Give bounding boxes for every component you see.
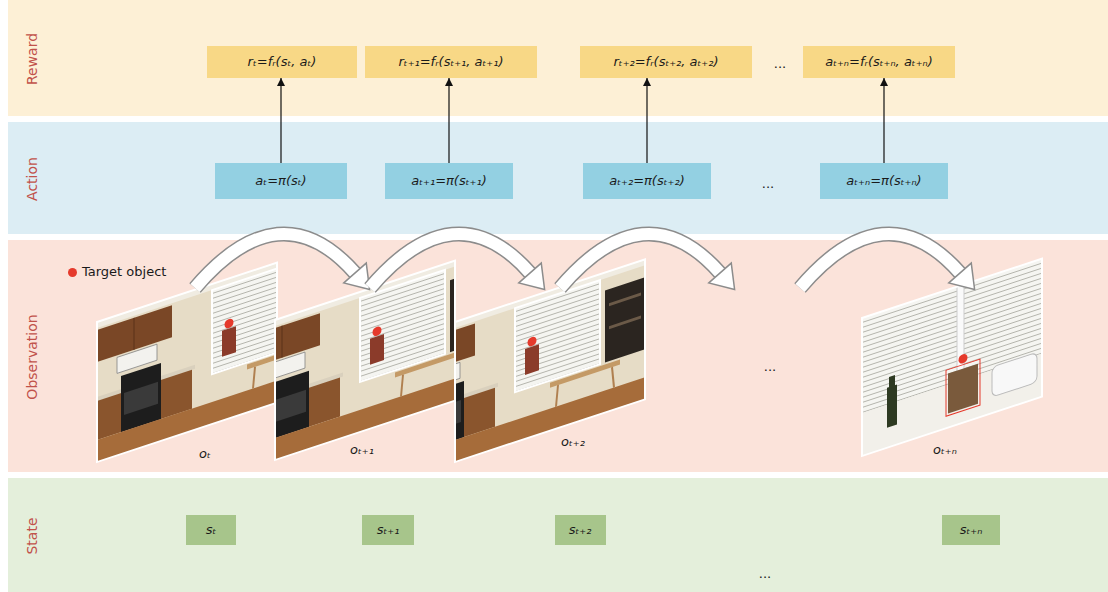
state-box: sₜ	[186, 515, 236, 545]
reward-band-fill	[8, 0, 1108, 116]
action-box: aₜ₊₂=π(sₜ₊₂)	[583, 163, 711, 199]
band-label: Action	[23, 157, 41, 201]
ellipsis: ...	[764, 359, 776, 374]
observation-photo	[400, 254, 660, 480]
flow-arrow	[883, 78, 884, 163]
observation-photo	[97, 263, 277, 462]
band-label: Observation	[23, 314, 41, 399]
band-label: Reward	[23, 33, 41, 85]
legend-entry: Target object	[68, 264, 168, 280]
formula-text: aₜ₊₁=π(sₜ₊₁)	[411, 173, 486, 189]
observation-label-holder: oₜ	[199, 443, 211, 462]
flow-arrow	[448, 78, 449, 163]
state-band: State sₜ sₜ₊₁ sₜ₊₂ sₜ₊ₙ	[8, 478, 1108, 592]
observation-photo	[992, 352, 1037, 397]
observation-photo	[862, 259, 1042, 456]
ellipsis: ...	[759, 566, 771, 581]
observation-photo	[275, 261, 455, 460]
reward-box: rₜ=fᵣ(sₜ, aₜ)	[207, 46, 357, 78]
transition-arrows	[560, 234, 735, 290]
formula-text: sₜ₊₁	[377, 522, 400, 538]
formula-text: sₜ₊ₙ	[960, 522, 983, 538]
flow-arrow	[646, 78, 647, 163]
formula-text: sₜ₊₂	[569, 522, 592, 538]
transition-arrows	[370, 234, 545, 290]
formula-text: rₜ₊₁=fᵣ(sₜ₊₁, aₜ₊₁)	[398, 54, 503, 70]
observation-photo	[889, 375, 895, 389]
formula-text: sₜ	[206, 522, 217, 538]
action-band-fill	[8, 122, 1108, 234]
action-band: Action aₜ=π(sₜ) aₜ₊₁=π(sₜ₊₁) aₜ₊₂=π(sₜ₊₂) aₜ…	[8, 122, 1108, 234]
observation-photo	[455, 259, 645, 462]
observation-photo	[97, 263, 277, 462]
observation-photo	[862, 259, 1042, 456]
transition-arrows	[195, 234, 370, 290]
formula-text: aₜ=π(sₜ)	[255, 173, 306, 189]
band-label: State	[23, 517, 41, 554]
ellipsis-holder: ...	[774, 53, 786, 72]
observation-photo	[946, 359, 980, 416]
action-box: aₜ₊₁=π(sₜ₊₁)	[385, 163, 513, 199]
state-band-fill	[8, 478, 1108, 592]
observation-photo	[275, 261, 455, 460]
observation-photo	[862, 259, 1042, 456]
observation-label-holder: oₜ₊₁	[350, 439, 374, 458]
observation-label: oₜ	[199, 446, 211, 461]
ellipsis: ...	[774, 56, 786, 71]
formula-text: rₜ₊₂=fᵣ(sₜ₊₂, aₜ₊₂)	[613, 54, 718, 70]
observation-label: oₜ₊ₙ	[933, 442, 957, 457]
observation-photo	[455, 259, 645, 462]
observation-label-holder: oₜ₊₂	[561, 431, 585, 450]
transition-arrows	[195, 234, 975, 290]
reward-box: rₜ₊₂=fᵣ(sₜ₊₂, aₜ₊₂)	[580, 46, 752, 78]
observation-photo	[959, 353, 968, 365]
observation-photo	[862, 259, 1042, 456]
observation-photo	[455, 259, 645, 462]
ellipsis-holder: ...	[759, 563, 771, 582]
ellipsis: ...	[762, 176, 774, 191]
band-fills	[8, 0, 1108, 592]
observation-label-holder: oₜ₊ₙ	[933, 439, 957, 458]
reward-box: rₜ₊₁=fᵣ(sₜ₊₁, aₜ₊₁)	[365, 46, 537, 78]
observation-photo	[275, 261, 455, 460]
reward-box: aₜ₊ₙ=fᵣ(sₜ₊ₙ, aₜ₊ₙ)	[803, 46, 955, 78]
formula-text: rₜ=fᵣ(sₜ, aₜ)	[248, 54, 317, 70]
reward-band: Reward rₜ=fᵣ(sₜ, aₜ) rₜ₊₁=fᵣ(sₜ₊₁, aₜ₊₁) rₜ…	[8, 0, 1108, 116]
state-box: sₜ₊₂	[555, 515, 606, 545]
observation-band: Observation	[8, 240, 1108, 472]
formula-text: aₜ₊₂=π(sₜ₊₂)	[609, 173, 684, 189]
observation-label: oₜ₊₂	[561, 434, 585, 449]
formula-text: aₜ₊ₙ=π(sₜ₊ₙ)	[846, 173, 921, 189]
legend-text: Target object	[80, 264, 168, 280]
legend-swatch	[68, 268, 77, 277]
action-box: aₜ=π(sₜ)	[215, 163, 347, 199]
observation-label: oₜ₊₁	[350, 442, 374, 457]
flow-arrow	[280, 78, 281, 163]
observation-photo	[97, 263, 277, 462]
state-box: sₜ₊ₙ	[942, 515, 1000, 545]
observation-photo	[887, 384, 897, 427]
state-box: sₜ₊₁	[362, 515, 414, 545]
observation-photo	[948, 364, 978, 414]
transition-arrows	[800, 234, 975, 290]
formula-text: aₜ₊ₙ=fᵣ(sₜ₊ₙ, aₜ₊ₙ)	[825, 54, 933, 70]
ellipsis-holder: ...	[762, 173, 774, 192]
ellipsis-holder: ...	[764, 356, 776, 375]
action-box: aₜ₊ₙ=π(sₜ₊ₙ)	[820, 163, 948, 199]
